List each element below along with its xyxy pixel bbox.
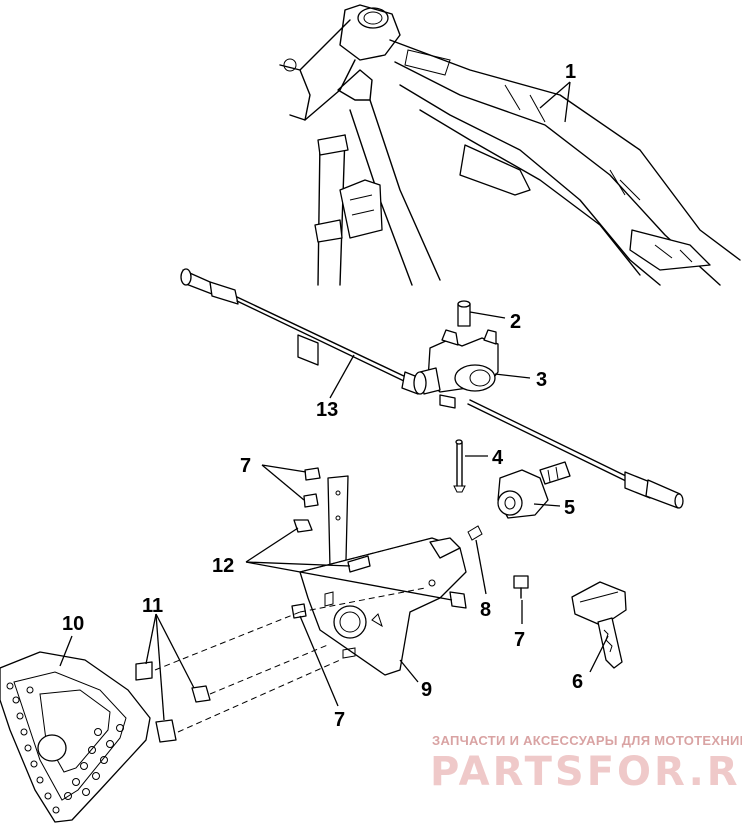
fasteners [291, 467, 529, 619]
callout-8: 8 [480, 599, 491, 621]
callout-7-right: 7 [514, 629, 525, 651]
grommets [135, 661, 211, 743]
callout-13: 13 [316, 399, 338, 421]
watermark: ЗАПЧАСТИ И АКСЕССУАРЫ ДЛЯ МОТОТЕХНИКИ PA… [430, 733, 742, 795]
headlight-cover [0, 651, 151, 823]
lock-cylinder [497, 461, 571, 519]
callout-3: 3 [536, 369, 547, 391]
callout-11: 11 [142, 595, 163, 617]
callout-labels: 1 2 3 4 5 6 7 7 7 8 9 10 11 12 13 [62, 61, 583, 731]
lock-housing [413, 329, 499, 409]
mounting-bracket [299, 475, 467, 676]
key-icon [571, 581, 627, 669]
callout-12: 12 [212, 555, 234, 577]
callout-7-upper: 7 [240, 455, 251, 477]
callout-6: 6 [572, 671, 583, 693]
callout-2: 2 [510, 311, 521, 333]
watermark-brand: PARTSFOR.RU [430, 749, 742, 795]
callout-7-lower: 7 [334, 709, 345, 731]
sleeve-part [457, 300, 471, 327]
callout-10: 10 [62, 613, 84, 635]
vent-holes [6, 682, 124, 814]
callout-5: 5 [564, 497, 575, 519]
watermark-tagline: ЗАПЧАСТИ И АКСЕССУАРЫ ДЛЯ МОТОТЕХНИКИ [432, 733, 742, 748]
callout-9: 9 [421, 679, 432, 701]
leader-lines [59, 81, 609, 721]
callout-4: 4 [492, 447, 504, 469]
pin-part [453, 439, 466, 493]
frame-assembly [279, 4, 741, 286]
callout-1: 1 [565, 61, 576, 83]
alignment-lines [154, 537, 433, 733]
